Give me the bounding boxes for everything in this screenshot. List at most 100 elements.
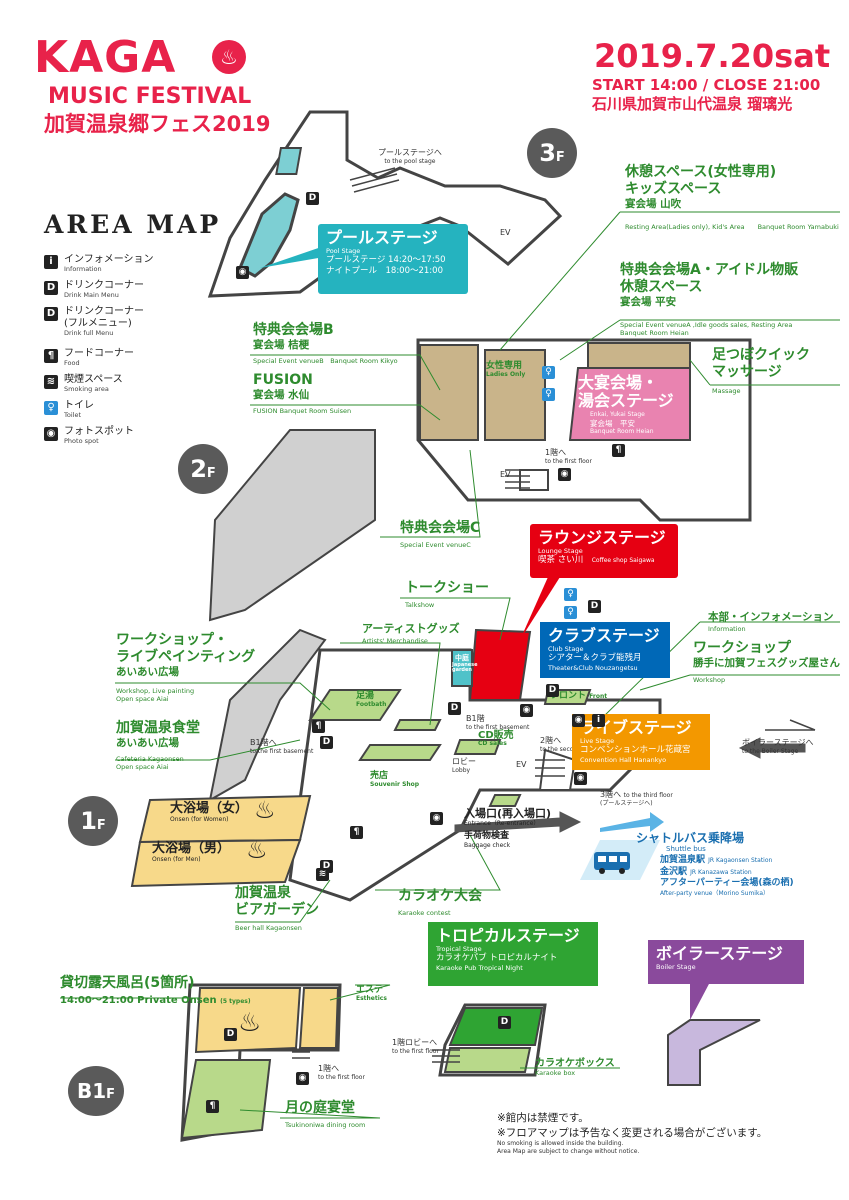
boiler-stage-en: Boiler Stage [656,962,696,971]
floor-b1-plan [180,983,761,1142]
pool-stage-time1: プールステージ 14:20～17:50 [326,255,446,266]
camera-icon: ◉ [44,427,58,441]
boiler-stage-box[interactable]: ボイラーステージ Boiler Stage [648,940,804,984]
toilet-icon: ♀ [564,606,577,619]
legend-label: トイレ [64,400,94,411]
tropical-stage-en2: Karaoke Pub Tropical Night [436,964,523,973]
fusion-en: FUSION Banquet Room Suisen [253,407,352,415]
massage-label: 足つぼクイックマッサージ [712,347,810,381]
club-stage-en: Club Stage [548,644,584,653]
cafeteria-label: 加賀温泉食堂あいあい広場 [116,720,200,750]
tropical-stage-en: Tropical Stage [436,944,482,953]
food-icon: ¶ [44,349,58,363]
rest-area-label: 休憩スペース(女性専用)キッズスペース宴会場 山吹 [625,164,777,211]
floor-2f-plan [208,338,752,622]
camera-icon: ◉ [430,812,443,825]
legend-label-en: Information [64,265,102,273]
direction-arrows [454,737,806,833]
pool-stage-box[interactable]: プールステージ Pool Stage プールステージ 14:20～17:50 ナ… [318,224,468,294]
note-change: ※フロアマップは予告なく変更される場合がございます。 [497,1126,768,1139]
food-icon: ¶ [350,826,363,839]
drink-icon: D [546,684,559,697]
drink-icon: D [498,1016,511,1029]
bus-area [580,812,664,880]
camera-icon: ◉ [558,468,571,481]
live-stage-en: Live Stage [580,736,615,745]
event-date: 2019.7.20sat [594,37,831,75]
pool-stage-en: Pool Stage [326,246,361,255]
workshop-paint-label: ワークショップ・ライブペインティングあいあい広場 [116,632,256,679]
rest-area-en: Resting Area(Ladies only), Kid's Area Ba… [625,223,839,231]
legend-label-en: Toilet [64,411,82,419]
beer-garden-label: 加賀温泉ビアガーデン [235,885,319,919]
legend-label: インフォメーション [64,254,154,265]
pool-stage-title: プールステージ [326,228,438,247]
food-icon: ¶ [312,720,325,733]
club-stage-jp: シアター＆クラブ能残月 [548,653,642,664]
info-hq-en: Information [708,625,746,633]
dining-label: 月の庭宴堂 [285,1100,355,1116]
floor-badge-2f: 2F [178,444,228,494]
smoking-icon: ≋ [316,868,329,881]
talkshow-en: Talkshow [405,601,435,609]
lounge-stage-sub: 喫茶 さい川 Coffee shop Saigawa [538,555,655,566]
ev-2f: EV [500,470,511,479]
camera-icon: ◉ [296,1072,309,1085]
camera-icon: ◉ [236,266,249,279]
ev-1f: EV [516,760,527,769]
floor-badge-3f: 3F [527,128,577,178]
shuttle-bus-label: シャトルバス乗降場 Shuttle bus 加賀温泉駅 JR Kagaonsen… [636,831,794,898]
pool-pointer [260,244,330,268]
drink-icon: D [224,1028,237,1041]
legend-label: フードコーナー [64,348,134,359]
main-stage-label[interactable]: 大宴会場・ 湯会ステージ Enkai, Yukai Stage 宴会場 平安 B… [578,373,674,435]
club-stage-en2: Theater&Club Nouzangetsu [548,664,638,673]
legend-title: AREA MAP [44,210,222,239]
logo-japanese: 加賀温泉郷フェス2019 [44,112,271,136]
drink-icon: D [588,600,601,613]
drink-icon: D [448,702,461,715]
club-stage-box[interactable]: クラブステージ Club Stage シアター＆クラブ能残月 Theater&C… [540,622,670,678]
event-venue: 石川県加賀市山代温泉 瑠璃光 [592,95,793,113]
logo-kaga: KAGA [34,32,177,83]
live-stage-en2: Convention Hall Hanankyo [580,756,667,765]
workshop-label: ワークショップ勝手に加賀フェスグッズ屋さん [693,640,840,670]
camera-icon: ◉ [574,772,587,785]
tropical-stage-title: トロピカルステージ [436,926,580,945]
special-c-label: 特典会会場C [400,520,481,536]
pool-stage-time2: ナイトプール 18:00～21:00 [326,266,443,277]
lounge-stage-box[interactable]: ラウンジステージ Lounge Stage 喫茶 さい川 Coffee shop… [530,524,678,578]
note-no-smoking-en: No smoking is allowed inside the buildin… [497,1140,624,1148]
lounge-stage-en: Lounge Stage [538,546,583,555]
info-hq-label: 本部・インフォメーション [708,611,834,623]
onsen-icon-men: ♨ [246,836,268,864]
tropical-stage-box[interactable]: トロピカルステージ Tropical Stage カラオケパブ トロピカルナイト… [428,922,598,986]
workshop-en: Workshop [693,676,726,684]
legend-label-en: Photo spot [64,437,99,445]
entrance-label: 入場口(再入場口)Entrance（Re-entrance） [464,807,552,828]
special-c-en: Special Event venueC [400,541,471,549]
private-onsen-label: 貸切露天風呂(5箇所) [60,975,195,991]
drink-icon: D [320,736,333,749]
private-onsen-time: 14:00～21:00 Private Onsen (5 types) [60,995,251,1006]
artist-goods-label: アーティストグッズ [362,622,460,635]
